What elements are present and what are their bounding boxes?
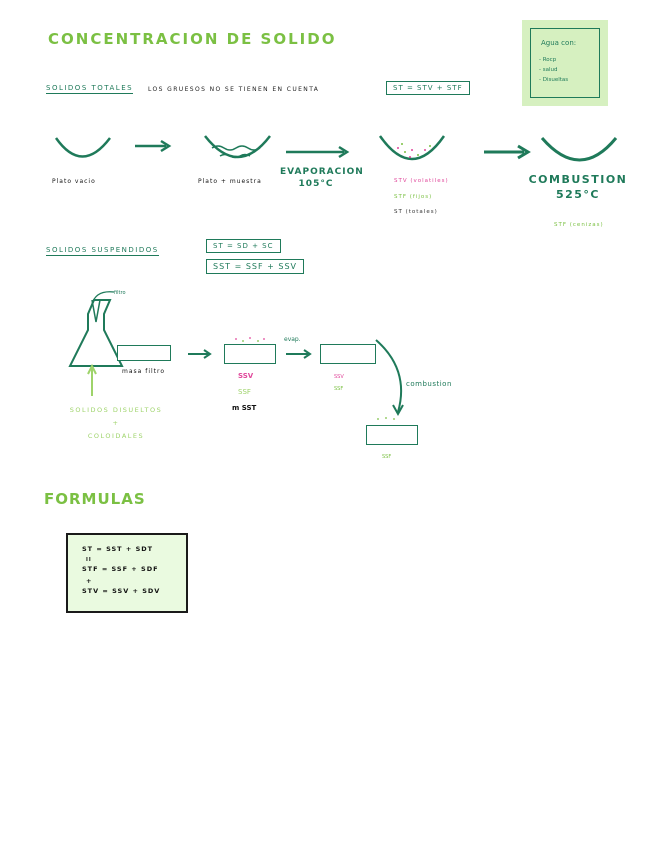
water-wave-icon [219,153,251,159]
pointer-arrow-icon [91,291,115,305]
filtro-label: filtro [114,290,126,296]
msst-label: m SST [232,404,257,412]
water-wave-icon [211,145,261,151]
totales-heading: SOLIDOS TOTALES [46,84,134,94]
ssv2-label: SSV [334,374,344,380]
disueltos-line-3: COLOIDALES [87,432,145,440]
arrow-head-icon [160,139,172,153]
residue-dots-icon [377,417,395,420]
residue-dots-icon [397,143,431,158]
ssf3-label: SSF [382,454,392,460]
arrow-head-icon [303,349,312,359]
residue-dots-icon [235,337,265,342]
sticky-note-item: - Rocp [539,57,557,63]
arrow-head-icon [203,349,212,359]
totales-note: LOS GRUESOS NO SE TIENEN EN CUENTA [148,86,320,93]
disueltos-line-2: + [112,419,120,427]
plate-ash-icon [540,137,618,162]
combustion-arrow-icon [375,339,403,413]
sticky-note-item: - salud [539,67,558,73]
evaporacion-label: EVAPORACION 105°C [280,166,364,190]
disueltos-label: SOLIDOS DISUELTOS + COLOIDALES [66,404,166,443]
plato-muestra-label: Plato + muestra [198,178,262,185]
evaporacion-temp: 105°C [298,179,334,189]
formula-line: STF = SSF + SDF [82,565,159,573]
ssf2-label: SSF [334,386,344,392]
formula-line: STV = SSV + SDV [82,587,161,595]
sticky-note-title: Agua con: [541,39,577,47]
up-arrow-head-icon [87,363,97,375]
stf-cenizas-label: STF (cenizas) [554,222,604,228]
combustion-temp: 525°C [555,188,601,201]
sticky-note-item: - Disueltas [539,77,569,83]
stf-label: STF (fijos) [394,194,433,200]
suspendidos-heading: SOLIDOS SUSPENDIDOS [46,246,159,256]
evaporacion-text: EVAPORACION [280,167,364,177]
ssf-label: SSF [238,388,251,396]
masa-filtro-label: masa filtro [122,368,166,375]
sticky-note-frame: Agua con: - Rocp - salud - Disueltas [530,28,600,98]
flask-icon [68,299,124,367]
filter-paper-3 [320,344,376,364]
formula-line: II [86,557,92,563]
combustion-small-label: combustion [406,380,452,388]
funnel-icon [91,299,101,323]
plate-with-residue-icon [378,135,446,161]
ssv-label: SSV [238,372,254,380]
filter-paper-1 [117,345,171,361]
filter-paper-2 [224,344,276,364]
sticky-note: Agua con: - Rocp - salud - Disueltas [522,20,608,106]
st-label: ST (totales) [394,209,438,215]
totales-formula: ST = STV + STF [386,81,470,95]
filter-paper-4 [366,425,418,445]
empty-plate-icon [54,137,111,158]
combustion-text: COMBUSTION [528,173,628,186]
arrow-head-icon [338,145,350,159]
formula-box: ST = SST + SDT II STF = SSF + SDF + STV … [66,533,188,613]
formula-line: + [86,577,93,585]
combustion-label: COMBUSTION 525°C [526,172,630,202]
formula-line: ST = SST + SDT [82,545,154,553]
arrow-head-icon [517,144,531,160]
formulas-heading: FORMULAS [44,490,146,508]
page-title: CONCENTRACION DE SOLIDO [48,30,337,48]
suspendidos-formula-2: SST = SSF + SSV [206,259,305,274]
arrow-head-icon [392,404,404,417]
disueltos-line-1: SOLIDOS DISUELTOS [69,406,163,414]
stv-label: STV (volatiles) [394,178,449,184]
plato-vacio-label: Plato vacio [52,178,96,185]
suspendidos-formula-1: ST = SD + SC [206,239,281,253]
evap-short-label: evap. [284,336,301,343]
